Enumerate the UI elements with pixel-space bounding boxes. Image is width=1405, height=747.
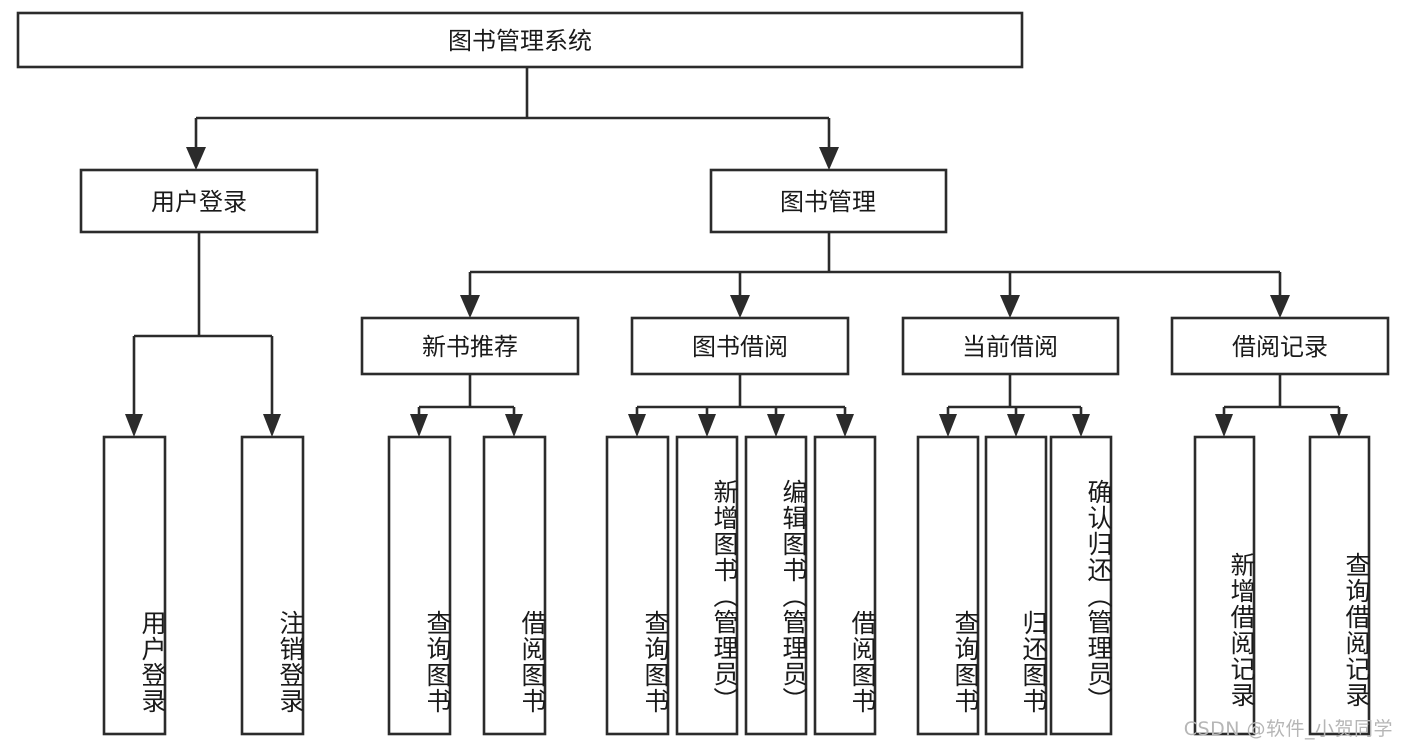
connectors-group — [132, 67, 1341, 415]
arrowhead-new-book-recommend — [460, 295, 480, 318]
node-user-login-label: 用户登录 — [151, 188, 247, 216]
arrowhead-leaf-add-book-admin — [698, 414, 716, 437]
arrowhead-leaf-borrow-book — [836, 414, 854, 437]
leaf-box-return-book[interactable] — [984, 435, 1048, 736]
node-current-borrow-box[interactable] — [901, 316, 1120, 376]
root-node-label: 图书管理系统 — [448, 27, 592, 55]
root-node[interactable]: 图书管理系统 — [16, 11, 1024, 69]
leaf-box-logout[interactable] — [240, 435, 305, 736]
arrowhead-leaf-borrow-book-recommend — [505, 414, 523, 437]
node-new-book-recommend[interactable]: 新书推荐 — [360, 316, 580, 376]
arrowhead-borrow-records — [1270, 295, 1290, 318]
leaf-box-add-book-admin[interactable] — [675, 435, 739, 736]
arrowhead-current-borrow — [1000, 295, 1020, 318]
arrowheads-group — [125, 147, 1348, 437]
leaf-box-user-login[interactable] — [102, 435, 167, 736]
node-book-management-box[interactable] — [709, 168, 948, 234]
leaf-box-borrow-book-recommend[interactable] — [482, 435, 547, 736]
node-user-login-box[interactable] — [79, 168, 319, 234]
arrowhead-leaf-query-book-borrow — [628, 414, 646, 437]
arrowhead-leaf-edit-book-admin — [767, 414, 785, 437]
node-borrow-records-label: 借阅记录 — [1232, 333, 1328, 361]
leaf-boxes-group — [102, 435, 1371, 736]
node-current-borrow-label: 当前借阅 — [962, 333, 1058, 361]
arrowhead-user-login — [186, 147, 206, 170]
node-current-borrow[interactable]: 当前借阅 — [901, 316, 1120, 376]
leaf-box-query-borrow-record[interactable] — [1308, 435, 1371, 736]
arrowhead-leaf-user-login — [125, 414, 143, 437]
arrowhead-leaf-query-borrow-record — [1330, 414, 1348, 437]
node-user-login[interactable]: 用户登录 — [79, 168, 319, 234]
node-new-book-recommend-label: 新书推荐 — [422, 333, 518, 361]
leaf-box-query-book-borrow[interactable] — [605, 435, 670, 736]
arrowhead-leaf-return-book — [1007, 414, 1025, 437]
leaf-box-confirm-return-admin[interactable] — [1049, 435, 1113, 736]
arrowhead-leaf-logout — [263, 414, 281, 437]
node-book-borrow[interactable]: 图书借阅 — [630, 316, 850, 376]
node-book-borrow-label: 图书借阅 — [692, 333, 788, 361]
leaf-box-borrow-book[interactable] — [813, 435, 877, 736]
arrowhead-leaf-query-book-current — [939, 414, 957, 437]
node-book-borrow-box[interactable] — [630, 316, 850, 376]
arrowhead-leaf-confirm-return-admin — [1072, 414, 1090, 437]
node-book-management[interactable]: 图书管理 — [709, 168, 948, 234]
arrowhead-book-borrow — [730, 295, 750, 318]
root-node-box[interactable] — [16, 11, 1024, 69]
leaf-box-query-book-recommend[interactable] — [387, 435, 452, 736]
leaf-box-edit-book-admin[interactable] — [744, 435, 808, 736]
arrowhead-leaf-add-borrow-record — [1215, 414, 1233, 437]
node-new-book-recommend-box[interactable] — [360, 316, 580, 376]
arrowhead-leaf-query-book-recommend — [410, 414, 428, 437]
leaf-box-add-borrow-record[interactable] — [1193, 435, 1256, 736]
node-borrow-records[interactable]: 借阅记录 — [1170, 316, 1390, 376]
node-borrow-records-box[interactable] — [1170, 316, 1390, 376]
arrowhead-book-management — [819, 147, 839, 170]
leaf-box-query-book-current[interactable] — [916, 435, 980, 736]
csdn-watermark: CSDN @软件_小贺同学 — [1183, 718, 1393, 740]
node-book-management-label: 图书管理 — [780, 188, 876, 216]
